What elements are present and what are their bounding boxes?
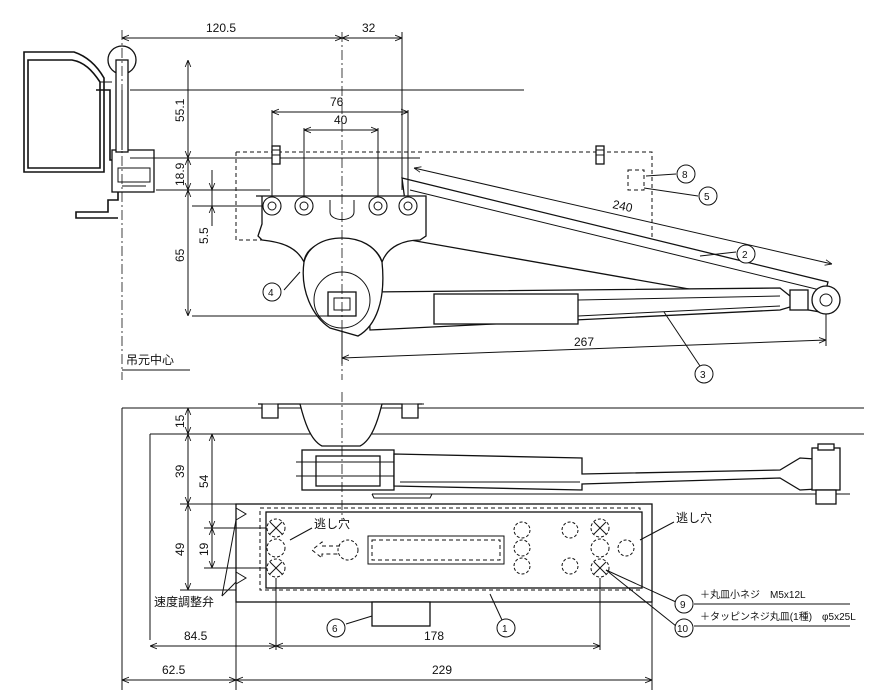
svg-text:9: 9 <box>680 600 686 611</box>
dim-32: 32 <box>362 21 376 35</box>
dim-5-5: 5.5 <box>197 227 211 244</box>
clearance-hole-left-label: 逃し穴 <box>314 516 350 531</box>
note-9: ＋丸皿小ネジ M5x12L <box>700 588 806 601</box>
dim-65: 65 <box>173 248 187 262</box>
speed-valve-label: 速度調整弁 <box>154 594 214 609</box>
balloon-8 <box>676 164 696 184</box>
dim-76: 76 <box>330 95 344 109</box>
balloon-3 <box>694 364 714 384</box>
balloon-4 <box>262 282 282 302</box>
body-holes-right <box>513 518 635 578</box>
svg-text:10: 10 <box>677 624 689 635</box>
bracket-holes <box>262 196 418 216</box>
balloon-5 <box>698 186 718 206</box>
svg-text:8: 8 <box>682 170 688 181</box>
door-frame-profile <box>23 45 155 219</box>
dim-18-9: 18.9 <box>173 162 187 186</box>
arm-lower <box>367 287 802 331</box>
svg-text:1: 1 <box>502 624 508 635</box>
dim-49: 49 <box>173 542 187 556</box>
dim-55-1: 55.1 <box>173 98 187 122</box>
dim-120-5: 120.5 <box>206 21 236 35</box>
svg-text:3: 3 <box>700 370 706 381</box>
dim-15: 15 <box>173 414 187 428</box>
dim-40: 40 <box>334 113 348 127</box>
dim-240: 240 <box>611 197 634 215</box>
svg-text:2: 2 <box>742 250 748 261</box>
balloon-1 <box>496 618 516 638</box>
arm-end-joint <box>811 285 841 315</box>
dim-39: 39 <box>173 464 187 478</box>
clearance-hole-right-label: 逃し穴 <box>676 510 712 525</box>
balloon-6 <box>326 618 346 638</box>
dim-84-5: 84.5 <box>184 629 208 643</box>
dim-229: 229 <box>432 663 452 677</box>
dim-62-5: 62.5 <box>162 663 186 677</box>
dim-267: 267 <box>574 335 594 349</box>
dim-178: 178 <box>424 629 444 643</box>
body-holes-left <box>266 518 359 578</box>
top-view: 吊元中心 <box>23 21 841 384</box>
dim-19: 19 <box>197 542 211 556</box>
balloon-10 <box>674 618 694 638</box>
note-10: ＋タッピンネジ丸皿(1種) φ5x25L <box>700 610 856 623</box>
svg-text:5: 5 <box>704 192 710 203</box>
front-view: 15 39 54 49 19 84.5 178 62.5 229 逃し穴 逃し穴… <box>121 392 864 690</box>
plate-screws <box>271 145 645 191</box>
svg-text:6: 6 <box>332 624 338 635</box>
balloon-2 <box>736 244 756 264</box>
pivot-center-label: 吊元中心 <box>126 352 174 367</box>
dim-54: 54 <box>197 474 211 488</box>
balloon-9 <box>674 594 694 614</box>
svg-text:4: 4 <box>268 288 274 299</box>
